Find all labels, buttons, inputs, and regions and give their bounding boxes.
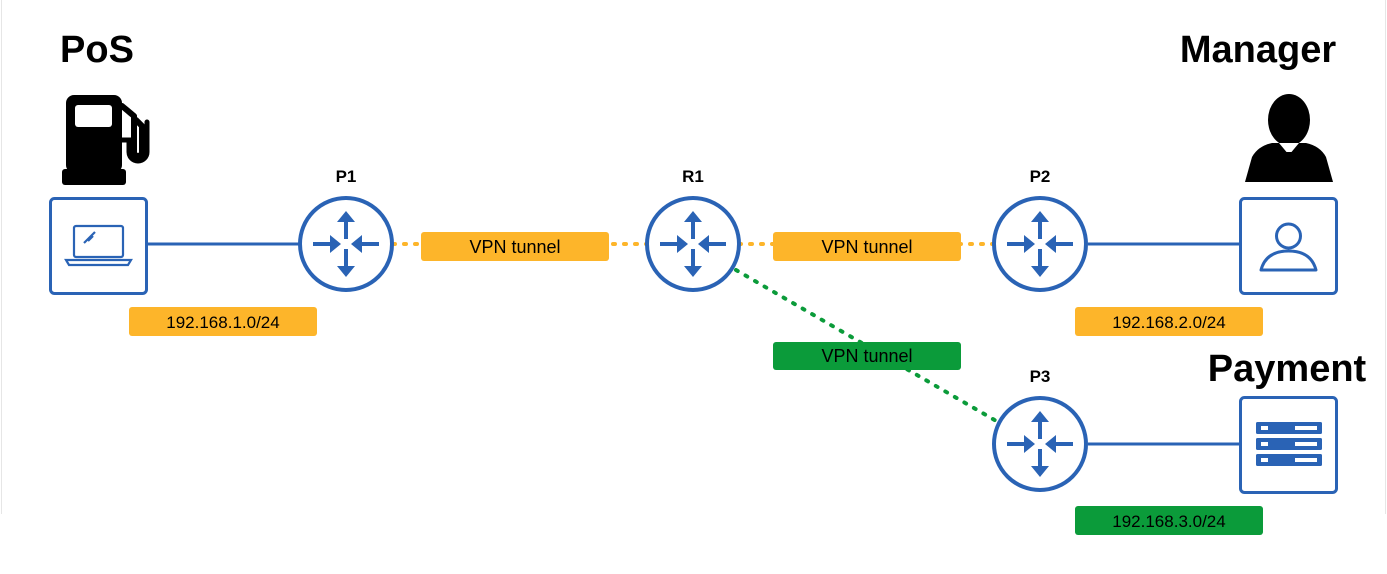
pos-device xyxy=(49,197,148,295)
tunnel-label-text: VPN tunnel xyxy=(821,346,912,366)
network-badge-pos: 192.168.1.0/24 xyxy=(129,307,317,336)
tunnel-label-r1-p3: VPN tunnel xyxy=(773,342,961,370)
tunnel-label-text: VPN tunnel xyxy=(469,237,560,257)
fuel-pump-icon xyxy=(62,95,150,185)
network-label: 192.168.2.0/24 xyxy=(1112,313,1225,332)
router-p2: P2 xyxy=(992,167,1088,292)
tunnel-label-text: VPN tunnel xyxy=(821,237,912,257)
router-r1: R1 xyxy=(645,167,741,292)
site-title-payment: Payment xyxy=(1208,348,1367,390)
tunnel-label-r1-p2: VPN tunnel xyxy=(773,232,961,261)
tunnel-label-p1-r1: VPN tunnel xyxy=(421,232,609,261)
businessman-icon xyxy=(1245,94,1333,182)
manager-device xyxy=(1239,197,1338,295)
network-badge-payment: 192.168.3.0/24 xyxy=(1075,506,1263,535)
network-label: 192.168.1.0/24 xyxy=(166,313,279,332)
router-p1: P1 xyxy=(298,167,394,292)
router-label: R1 xyxy=(682,167,704,186)
router-label: P3 xyxy=(1030,367,1051,386)
user-icon xyxy=(1259,222,1318,272)
laptop-icon xyxy=(64,224,133,267)
network-badge-manager: 192.168.2.0/24 xyxy=(1075,307,1263,336)
router-label: P1 xyxy=(336,167,357,186)
site-title-manager: Manager xyxy=(1180,29,1336,71)
server-icon xyxy=(1256,422,1322,466)
router-p3: P3 xyxy=(992,367,1088,492)
router-label: P2 xyxy=(1030,167,1051,186)
payment-device xyxy=(1239,396,1338,494)
network-label: 192.168.3.0/24 xyxy=(1112,512,1225,531)
tunnel-line-r1-p3 xyxy=(734,268,1000,424)
site-title-pos: PoS xyxy=(60,29,134,71)
